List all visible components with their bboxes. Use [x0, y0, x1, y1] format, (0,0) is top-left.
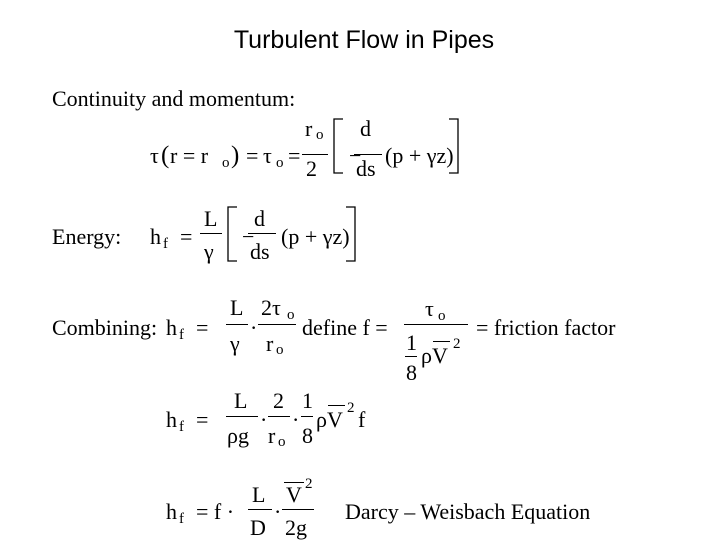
- fraction-bar: [405, 356, 417, 358]
- two-numerator: 2: [273, 388, 284, 413]
- gamma-symbol: γ: [204, 239, 214, 264]
- friction-factor-text: = friction factor: [476, 315, 616, 340]
- pressure-elevation-term: (p + γz): [385, 143, 454, 168]
- multiply-dot: ·: [274, 499, 282, 524]
- slide-title: Turbulent Flow in Pipes: [233, 26, 495, 54]
- squared-exponent: 2: [305, 476, 313, 492]
- one-numerator: 1: [302, 388, 313, 413]
- two-tau-numerator: 2τ: [261, 295, 281, 320]
- derivative-d: d: [254, 206, 265, 231]
- subscript-o: o: [276, 155, 284, 171]
- subscript-o: o: [316, 127, 324, 143]
- fraction-bar: [268, 416, 290, 418]
- friction-f: f: [358, 407, 366, 432]
- fraction-bar: [354, 154, 382, 156]
- eight-denominator: 8: [302, 423, 313, 448]
- right-bracket: [449, 118, 459, 174]
- multiply-dot: ·: [260, 407, 268, 432]
- subscript-o: o: [287, 307, 295, 323]
- length-L: L: [204, 206, 218, 231]
- fraction-bar: [226, 416, 258, 418]
- length-L: L: [230, 295, 244, 320]
- equals-sign: =: [288, 143, 301, 168]
- subscript-o: o: [278, 434, 286, 450]
- fraction-bar: [248, 233, 276, 235]
- rho-v-term: ρV: [421, 343, 448, 368]
- fraction-bar: [404, 324, 468, 326]
- left-bracket: [333, 118, 343, 174]
- right-bracket: [346, 206, 356, 262]
- fraction-numerator-r: r: [305, 116, 313, 141]
- two-g-denominator: 2g: [285, 515, 307, 540]
- tau-symbol: τ: [425, 296, 434, 321]
- one-numerator: 1: [406, 330, 417, 355]
- combining-label: Combining:: [52, 315, 158, 340]
- left-paren: (: [161, 142, 170, 169]
- gamma-symbol: γ: [230, 331, 240, 356]
- equals-sign: =: [196, 315, 209, 340]
- eight-denominator: 8: [406, 360, 417, 385]
- overbar: [328, 405, 345, 406]
- fraction-bar: [258, 324, 296, 326]
- head-loss-h: h: [166, 407, 177, 432]
- subscript-o: o: [276, 342, 284, 358]
- minus-sign: −: [349, 143, 362, 168]
- radius-r: r: [266, 331, 274, 356]
- squared-exponent: 2: [453, 336, 461, 352]
- multiply-dot: ·: [292, 407, 300, 432]
- right-paren: ): [231, 142, 240, 169]
- rho-g-term: ρg: [227, 423, 249, 448]
- equals-sign: =: [196, 407, 209, 432]
- rho-v-term: ρV: [316, 407, 343, 432]
- left-bracket: [227, 206, 237, 262]
- fraction-bar: [200, 233, 222, 235]
- head-loss-h: h: [150, 224, 161, 249]
- equals-sign: =: [180, 224, 193, 249]
- fraction-bar: [248, 509, 272, 511]
- tau-symbol: τ: [150, 143, 159, 168]
- head-loss-h: h: [166, 499, 177, 524]
- fraction-bar: [226, 324, 248, 326]
- minus-sign: −: [242, 224, 255, 249]
- derivative-ds: ds: [250, 239, 270, 264]
- overbar: [284, 482, 304, 483]
- length-L: L: [234, 388, 248, 413]
- fraction-bar: [282, 509, 314, 511]
- multiply-dot: ·: [250, 315, 258, 340]
- velocity-V: V: [286, 482, 302, 507]
- r-equals-ro: r = r: [170, 143, 209, 168]
- tau-o-symbol: τ: [263, 143, 272, 168]
- subscript-f: f: [179, 327, 184, 343]
- diameter-D: D: [250, 515, 266, 540]
- subscript-o: o: [438, 308, 446, 324]
- subscript-o: o: [222, 155, 230, 171]
- fraction-denominator-2: 2: [306, 156, 317, 181]
- subscript-f: f: [179, 511, 184, 527]
- overbar: [433, 341, 450, 342]
- pressure-elevation-term: (p + γz): [281, 224, 350, 249]
- fraction-bar: [301, 416, 313, 418]
- subscript-f: f: [163, 236, 168, 252]
- derivative-ds: ds: [356, 156, 376, 181]
- energy-label: Energy:: [52, 224, 122, 249]
- fraction-bar: [302, 154, 328, 156]
- derivative-d: d: [360, 116, 371, 141]
- subscript-f: f: [179, 419, 184, 435]
- continuity-label: Continuity and momentum:: [52, 86, 296, 111]
- equals-sign: =: [246, 143, 259, 168]
- equals-f-dot: = f ·: [196, 499, 235, 524]
- define-f-text: define f =: [302, 315, 388, 340]
- squared-exponent: 2: [347, 400, 355, 416]
- equation-name: Darcy – Weisbach Equation: [345, 499, 591, 524]
- head-loss-h: h: [166, 315, 177, 340]
- radius-r: r: [268, 423, 276, 448]
- length-L: L: [252, 482, 266, 507]
